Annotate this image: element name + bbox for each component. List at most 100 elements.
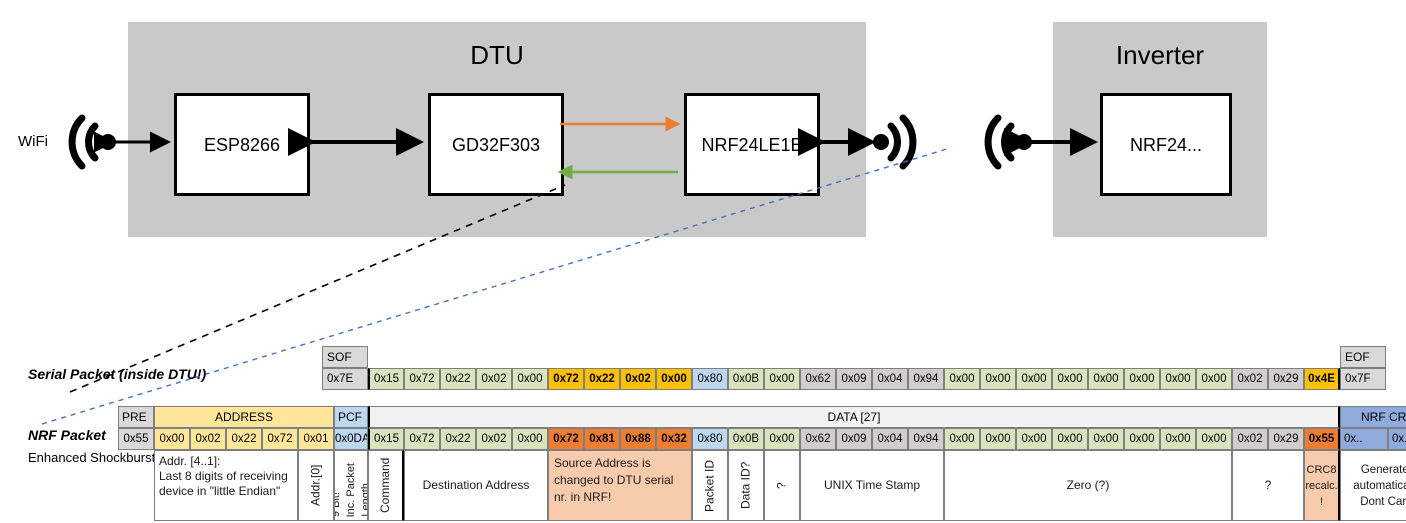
inverter-title: Inverter [1115, 40, 1205, 70]
nrf-address-byte-3: 0x72 [262, 428, 298, 450]
wifi-label: WiFi [18, 133, 48, 150]
nrf-byte-10: 0x0B [728, 428, 764, 450]
desc-address-line-1: Last 8 digits of receiving device in "li… [159, 469, 288, 498]
radio-dot-dtu [873, 134, 889, 150]
nrf-byte-20: 0x00 [1088, 428, 1124, 450]
serial-byte-3: 0x02 [476, 368, 512, 390]
nrf-pre-header: PRE [118, 406, 154, 428]
serial-byte-6: 0x22 [584, 368, 620, 390]
nrf-crc-header: NRF CRC [1340, 406, 1406, 428]
nrf-pcf-value: 0x0DA [334, 428, 368, 450]
serial-packet-label: Serial Packet (inside DTU!) [28, 366, 207, 382]
nrf-byte-9: 0x80 [692, 428, 728, 450]
nrf-byte-21: 0x00 [1124, 428, 1160, 450]
serial-byte-22: 0x00 [1160, 368, 1196, 390]
desc-unix-timestamp: UNIX Time Stamp [800, 450, 944, 521]
desc-address-line-0: Addr. [4..1]: [159, 454, 221, 468]
serial-byte-8: 0x00 [656, 368, 692, 390]
nrf-data-header: DATA [27] [368, 406, 1340, 428]
nrf-crc-byte-1: 0x.. [1388, 428, 1406, 450]
nrf-byte-15: 0x94 [908, 428, 944, 450]
serial-byte-14: 0x04 [872, 368, 908, 390]
desc-source: Source Address is changed to DTU serial … [548, 450, 692, 521]
nrf-byte-8: 0x32 [656, 428, 692, 450]
serial-byte-24: 0x02 [1232, 368, 1268, 390]
nrf-address-byte-2: 0x22 [226, 428, 262, 450]
nrf-byte-12: 0x62 [800, 428, 836, 450]
chip-nrf24le1e: NRF24LE1E [684, 93, 820, 196]
nrf-byte-1: 0x72 [404, 428, 440, 450]
desc-pcf-part-2: Length [359, 483, 368, 517]
serial-byte-9: 0x80 [692, 368, 728, 390]
dtu-title: DTU [470, 40, 524, 70]
nrf-byte-18: 0x00 [1016, 428, 1052, 450]
block-diagram: DTU Inverter WiFi ESP8266 GD32F303 NRF24… [18, 22, 1267, 425]
desc-packet-id: Packet ID [692, 450, 728, 521]
nrf-byte-13: 0x09 [836, 428, 872, 450]
chip-nrf24le1e-label: NRF24LE1E [701, 134, 803, 155]
nrf-byte-24: 0x02 [1232, 428, 1268, 450]
wifi-antenna-icon [68, 114, 99, 170]
serial-byte-5: 0x72 [548, 368, 584, 390]
desc-zero: Zero (?) [944, 450, 1232, 521]
nrf-byte-6: 0x81 [584, 428, 620, 450]
serial-byte-7: 0x02 [620, 368, 656, 390]
nrf-byte-11: 0x00 [764, 428, 800, 450]
serial-byte-12: 0x62 [800, 368, 836, 390]
nrf-byte-14: 0x04 [872, 428, 908, 450]
serial-eof-header: EOF [1340, 346, 1386, 368]
serial-byte-26: 0x4E [1304, 368, 1340, 390]
radio-antenna-inverter-icon [984, 114, 1015, 170]
nrf-byte-4: 0x00 [512, 428, 548, 450]
serial-byte-25: 0x29 [1268, 368, 1304, 390]
desc-crc-note: Generated automatically. Dont Care! [1340, 450, 1406, 521]
packet-tables: Serial Packet (inside DTU!) NRF Packet E… [0, 340, 1406, 523]
nrf-byte-16: 0x00 [944, 428, 980, 450]
desc-data-id: Data ID? [728, 450, 764, 521]
serial-byte-10: 0x0B [728, 368, 764, 390]
nrf-address-header: ADDRESS [154, 406, 334, 428]
nrf-packet-label: NRF Packet [28, 427, 106, 443]
nrf-byte-5: 0x72 [548, 428, 584, 450]
radio-antenna-dtu-icon [887, 114, 917, 170]
nrf-address-byte-1: 0x02 [190, 428, 226, 450]
serial-byte-4: 0x00 [512, 368, 548, 390]
nrf-pre-value: 0x55 [118, 428, 154, 450]
wifi-antenna-dot [100, 134, 116, 150]
serial-byte-2: 0x22 [440, 368, 476, 390]
serial-byte-18: 0x00 [1016, 368, 1052, 390]
chip-gd32f303-label: GD32F303 [451, 134, 541, 155]
nrf-byte-0: 0x15 [368, 428, 404, 450]
desc-unknown-1: ? [764, 450, 800, 521]
serial-byte-1: 0x72 [404, 368, 440, 390]
nrf-byte-3: 0x02 [476, 428, 512, 450]
nrf-address-byte-0: 0x00 [154, 428, 190, 450]
chip-nrf24-label: NRF24... [1129, 134, 1203, 155]
desc-crc8: CRC8 recalc. ! [1304, 450, 1340, 521]
nrf-byte-19: 0x00 [1052, 428, 1088, 450]
serial-eof-value: 0x7F [1340, 368, 1386, 390]
desc-pcf-part-1: Inc. Packet [344, 462, 357, 517]
nrf-pcf-header: PCF [334, 406, 368, 428]
desc-address: Addr. [4..1]:Last 8 digits of receiving … [154, 450, 298, 521]
serial-byte-20: 0x00 [1088, 368, 1124, 390]
serial-byte-0: 0x15 [368, 368, 404, 390]
serial-byte-17: 0x00 [980, 368, 1016, 390]
chip-nrf24: NRF24... [1100, 93, 1232, 196]
serial-byte-23: 0x00 [1196, 368, 1232, 390]
shockburst-label: Enhanced Shockburst [28, 450, 156, 465]
radio-dot-inverter [1016, 134, 1032, 150]
nrf-byte-26: 0x55 [1304, 428, 1340, 450]
desc-destination: Destination Address [404, 450, 548, 521]
serial-byte-11: 0x00 [764, 368, 800, 390]
chip-gd32f303: GD32F303 [428, 93, 564, 196]
nrf-byte-23: 0x00 [1196, 428, 1232, 450]
nrf-byte-17: 0x00 [980, 428, 1016, 450]
desc-pcf-part-0: 9 Bit! [334, 491, 342, 517]
nrf-byte-2: 0x22 [440, 428, 476, 450]
nrf-byte-7: 0x88 [620, 428, 656, 450]
serial-byte-21: 0x00 [1124, 368, 1160, 390]
serial-byte-15: 0x94 [908, 368, 944, 390]
serial-byte-19: 0x00 [1052, 368, 1088, 390]
